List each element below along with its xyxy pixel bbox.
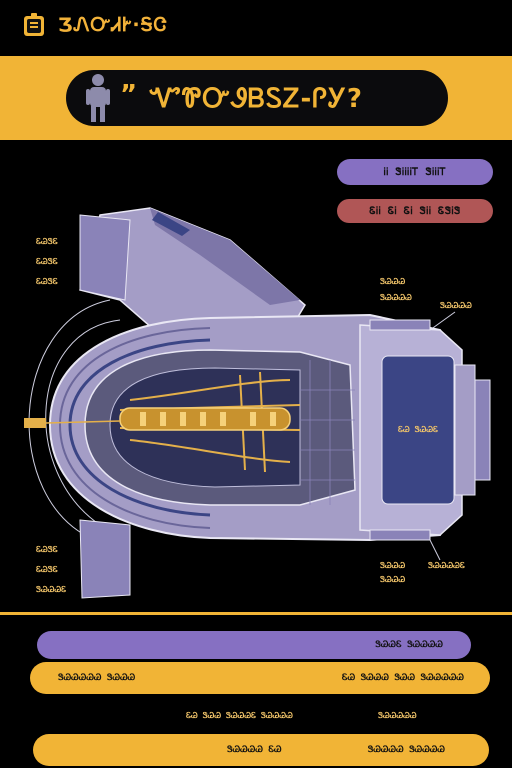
- label-right-top-1: ᏕᏊᏊᏊ: [380, 277, 406, 286]
- label-right-bottom-2: ᏕᏊᏊᏊ: [380, 575, 406, 584]
- label-left-top-2: ᏋᏊᏕᏋ: [36, 257, 58, 266]
- info-row-right: ᏕᏊᏊᏊᏊᏊ: [378, 711, 417, 720]
- label-right-bottom-3: ᏕᏊᏊᏊᏊᏋ: [428, 561, 465, 570]
- label-right-bottom-1: ᏕᏊᏊᏊ: [380, 561, 406, 570]
- label-left-top-3: ᏋᏊᏕᏋ: [36, 277, 58, 286]
- info-bar-yellow-1[interactable]: ᏕᏊᏊᏊᏊᏊ ᏕᏊᏊᏊ ᏋᏊ ᏕᏊᏊᏊ ᏕᏊᏊ ᏕᏊᏊᏊᏊᏊ: [30, 662, 490, 694]
- info-bar-purple-label: ᏕᏊᏊᏋ ᏕᏊᏊᏊᏊ: [375, 640, 443, 650]
- label-right-side: ᏕᏊᏊᏊᏊ: [440, 301, 472, 310]
- label-left-bottom-2: ᏋᏊᏕᏋ: [36, 565, 58, 574]
- label-left-bottom-1: ᏋᏊᏕᏋ: [36, 545, 58, 554]
- info-row-left: ᏋᏊ ᏕᏊᏊ ᏕᏊᏊᏊᏋ ᏕᏊᏊᏊᏊ: [186, 711, 293, 720]
- logo-icon: [24, 13, 44, 36]
- info-bar-yellow-2-left: ᏕᏊᏊᏊᏊ ᏋᏊ: [227, 745, 282, 755]
- label-left-bottom-3: ᏕᏊᏊᏊᏋ: [36, 585, 67, 594]
- label-center: ᏋᏊ ᏕᏊᏊᏋ: [398, 425, 439, 434]
- info-bar-yellow-2-right: ᏕᏊᏊᏊᏊ ᏕᏊᏊᏊᏊ: [367, 745, 445, 755]
- page-title: ᏉᏈᏅᏭᏴᏚᏃ-ᎵᎩ?: [150, 84, 363, 114]
- label-right-top-2: ᏕᏊᏊᏊᏊ: [380, 293, 412, 302]
- info-bar-purple[interactable]: ᏕᏊᏊᏋ ᏕᏊᏊᏊᏊ: [37, 631, 471, 659]
- status-pill-red[interactable]: ᏋᎥᎥ ᏋᎥ ᏋᎥ ᏕᎥᎥ ᏋᏕᎥᏕ: [337, 199, 493, 223]
- section-divider: [0, 612, 512, 615]
- info-bar-yellow-1-right: ᏋᏊ ᏕᏊᏊᏊ ᏕᏊᏊ ᏕᏊᏊᏊᏊᏊ: [341, 673, 464, 683]
- spacecraft-diagram: [24, 207, 491, 599]
- app-title: ƷᏁᏅᏗᎨ∙ᎦᏣ: [58, 14, 168, 36]
- label-left-top-1: ᏋᏊᏕᏋ: [36, 237, 58, 246]
- info-bar-yellow-2[interactable]: ᏕᏊᏊᏊᏊ ᏋᏊ ᏕᏊᏊᏊᏊ ᏕᏊᏊᏊᏊ: [33, 734, 489, 766]
- title-quote: ”: [120, 80, 138, 110]
- info-bar-yellow-1-left: ᏕᏊᏊᏊᏊᏊ ᏕᏊᏊᏊ: [58, 673, 136, 683]
- status-pill-purple[interactable]: ᎥᎥ ᏕᎥᎥᎥᎥᎢ ᏕᎥᎥᎥᎢ: [337, 159, 493, 185]
- person-icon: [86, 74, 110, 122]
- title-pill: [66, 70, 448, 126]
